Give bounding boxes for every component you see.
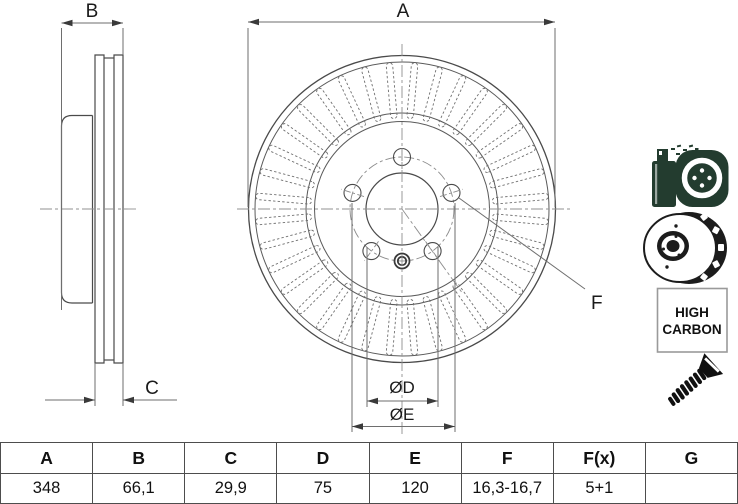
header-c: C — [184, 442, 278, 474]
drawing-area: A B C ØD ØE F — [40, 1, 729, 434]
dimension-table: A B C D E F F(x) G 348 66,1 29,9 75 120 … — [0, 442, 738, 504]
header-b: B — [92, 442, 186, 474]
value-c: 29,9 — [184, 473, 278, 504]
value-a: 348 — [0, 473, 94, 504]
f-leader-line — [458, 197, 586, 290]
header-fx: F(x) — [552, 442, 646, 474]
value-g — [644, 473, 738, 504]
dimension-arrows — [61, 18, 555, 430]
value-b: 66,1 — [92, 473, 186, 504]
value-e: 120 — [368, 473, 462, 504]
vented-disc-icon — [643, 212, 727, 284]
countersunk-screw-icon — [668, 353, 724, 406]
high-carbon-badge: HIGH CARBON — [656, 287, 728, 353]
value-d: 75 — [276, 473, 370, 504]
front-view — [237, 44, 572, 434]
header-g: G — [644, 442, 738, 474]
header-a: A — [0, 442, 94, 474]
dim-label-f: F — [591, 293, 603, 314]
spray-dots — [671, 144, 699, 158]
cooling-vanes — [255, 62, 549, 356]
dim-label-e: ØE — [390, 405, 415, 424]
header-e: E — [368, 442, 462, 474]
dim-label-d: ØD — [389, 378, 415, 397]
dimensions — [45, 21, 586, 432]
high-carbon-line2: CARBON — [662, 322, 721, 337]
high-carbon-line1: HIGH — [675, 305, 709, 320]
coated-disc-spray-icon — [652, 144, 729, 207]
value-fx: 5+1 — [552, 473, 646, 504]
front-centerlines — [237, 44, 572, 434]
value-f: 16,3-16,7 — [460, 473, 554, 504]
header-f: F — [460, 442, 554, 474]
table-header-row: A B C D E F F(x) G — [0, 442, 738, 474]
dim-label-c: C — [145, 378, 159, 399]
table-value-row: 348 66,1 29,9 75 120 16,3-16,7 5+1 — [0, 473, 738, 504]
header-d: D — [276, 442, 370, 474]
dim-label-b: B — [86, 1, 99, 22]
dim-label-a: A — [397, 1, 410, 22]
